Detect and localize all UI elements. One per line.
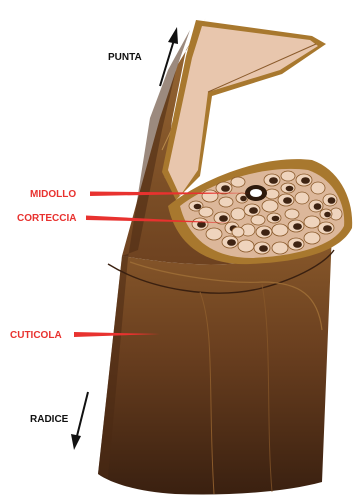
- cortex-label: CORTECCIA: [17, 213, 76, 224]
- cortex-cell-pigment: [272, 216, 280, 222]
- cortex-cell: [281, 171, 295, 181]
- cortex-cell-pigment: [259, 245, 268, 252]
- cortex-cell-pigment: [314, 203, 322, 210]
- cortex-cell-pigment: [301, 177, 310, 184]
- shaft-lower-body: [98, 232, 332, 495]
- cortex-cell-pigment: [240, 196, 247, 202]
- cortex-cell-pigment: [194, 204, 202, 210]
- cortex-cell-pigment: [227, 239, 236, 246]
- cortex-cell: [265, 189, 279, 199]
- cortex-cell-pigment: [328, 197, 336, 204]
- cortex-cell: [304, 216, 320, 228]
- medulla-label: MIDOLLO: [30, 189, 76, 200]
- cortex-cell-pigment: [286, 186, 294, 192]
- cortex-cell-pigment: [283, 197, 292, 204]
- cortex-cell-pigment: [293, 223, 302, 230]
- cortex-cell-pigment: [221, 185, 230, 192]
- cortex-cell: [219, 197, 233, 207]
- cortex-cell: [304, 232, 320, 244]
- cortex-cell: [206, 228, 222, 240]
- cortex-cell-pigment: [261, 229, 270, 236]
- cortex-cell: [272, 242, 288, 254]
- tip-label: PUNTA: [108, 52, 142, 63]
- cortex-cell: [285, 209, 299, 219]
- cortex-cell-pigment: [323, 225, 332, 232]
- cortex-cell: [238, 240, 254, 252]
- root-label: RADICE: [30, 414, 69, 425]
- cortex-cell: [199, 207, 213, 217]
- cortex-cell: [295, 192, 309, 204]
- cortex-cell-pigment: [324, 212, 331, 218]
- cortex-cell: [262, 200, 278, 212]
- cortex-cell-pigment: [249, 207, 258, 214]
- root-arrow: [71, 392, 88, 450]
- cortex-cell-pigment: [219, 215, 228, 222]
- cortex-cell-pigment: [269, 177, 278, 184]
- cuticle-label: CUTICOLA: [10, 330, 62, 341]
- cortex-cell: [232, 227, 244, 237]
- cortex-cell: [311, 182, 325, 194]
- cortex-cell-pigment: [293, 241, 302, 248]
- cortex-cell: [231, 177, 245, 187]
- cortex-cell: [202, 190, 218, 202]
- cortex-cell: [231, 208, 245, 220]
- cortex-cell: [272, 224, 288, 236]
- cortex-cell: [251, 215, 265, 225]
